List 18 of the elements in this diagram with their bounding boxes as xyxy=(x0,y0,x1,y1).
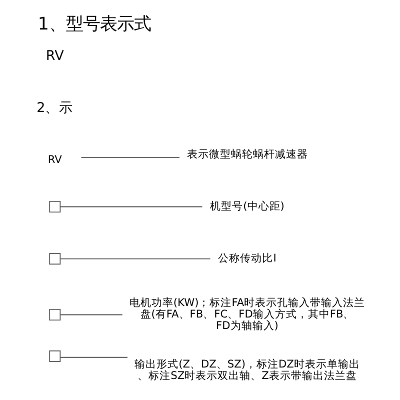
connector xyxy=(59,356,128,358)
node-text: 机型号(中心距) xyxy=(210,200,284,212)
node-box xyxy=(48,308,60,321)
node-text: 表示微型蜗轮蜗杆减速器 xyxy=(186,148,308,160)
connector xyxy=(59,258,210,260)
node-box xyxy=(48,253,60,265)
connector xyxy=(80,157,180,158)
node-text: 电机功率(KW)；标注FA时表示孔输入带输入法兰盘(有FA、FB、FC、FD输入方式，其中FB、FD为轴输入) xyxy=(128,296,365,332)
connector xyxy=(59,314,122,316)
label: RV xyxy=(45,48,64,64)
connector xyxy=(59,206,202,208)
node-text: RV xyxy=(47,154,62,166)
node-box xyxy=(48,200,60,213)
label: 2、示 xyxy=(36,100,73,116)
node-text: 公称传动比I xyxy=(218,252,276,265)
diagram-title: 1、型号表示式 xyxy=(37,14,150,35)
node-box xyxy=(48,350,60,362)
node-text: 输出形式(Z、DZ、SZ)，标注DZ时表示单输出、标注SZ时表示双出轴、Z表示带输出法兰盘 xyxy=(134,358,360,382)
